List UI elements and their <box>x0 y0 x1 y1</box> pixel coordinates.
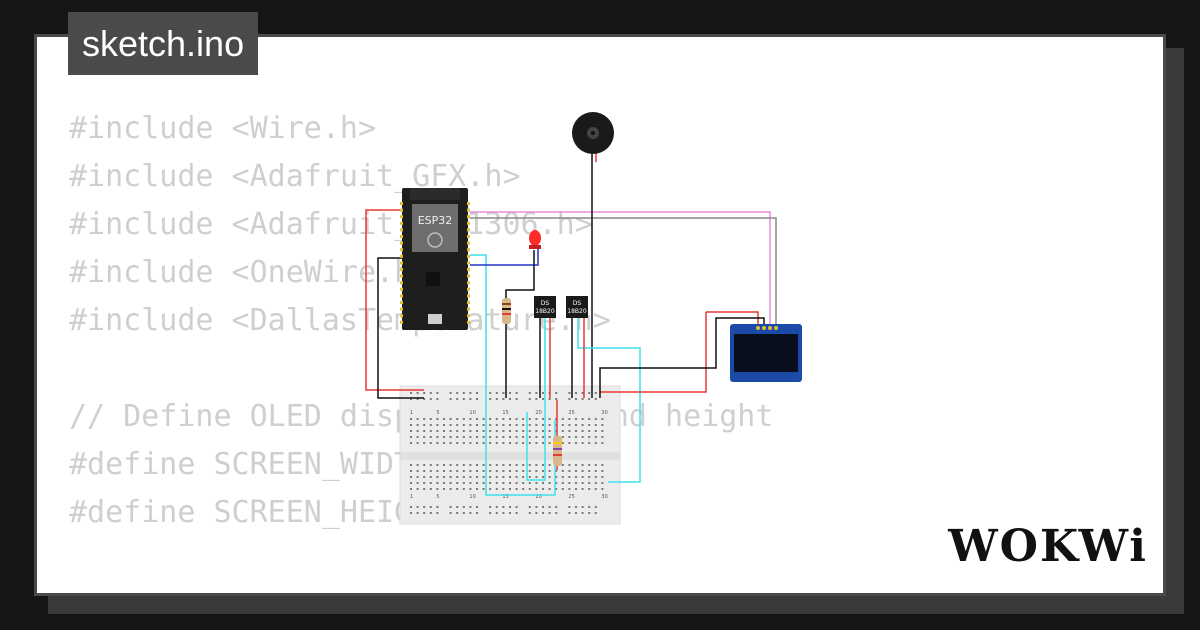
breadboard-column-number: 25 <box>568 410 574 416</box>
breadboard-column-number: 20 <box>535 494 541 500</box>
breadboard-column-number: 1 <box>410 410 413 416</box>
code-line: #include <OneWire.h> <box>69 255 431 290</box>
code-line: #define SCREEN_WIDTH 128 <box>69 447 503 482</box>
wifi-icon <box>427 232 443 248</box>
esp32-label: ESP32 <box>418 214 453 227</box>
temperature-sensor-2: DS 18B20 <box>566 296 588 318</box>
sensor1-label-bottom: 18B20 <box>535 308 555 315</box>
usb-port <box>428 314 442 324</box>
code-line: #include <Adafruit_GFX.h> <box>69 159 521 194</box>
red-led <box>529 230 541 249</box>
breadboard-column-number: 15 <box>502 410 508 416</box>
wokwi-logo: WOKWi <box>948 521 1148 572</box>
sensor2-label-bottom: 18B20 <box>567 308 587 315</box>
breadboard-column-number: 25 <box>568 494 574 500</box>
resistor-2 <box>553 436 562 466</box>
code-line: #include <Wire.h> <box>69 111 377 146</box>
breadboard-column-number: 30 <box>601 410 607 416</box>
breadboard-column-number: 1 <box>410 494 413 500</box>
oled-display <box>730 324 802 382</box>
file-tab-sketch[interactable]: sketch.ino <box>68 12 259 75</box>
code-line: // OLED display reset <box>69 585 773 593</box>
buzzer <box>572 112 614 154</box>
breadboard-column-number: 10 <box>469 410 475 416</box>
breadboard-column-number: 5 <box>436 494 439 500</box>
breadboard-column-number: 10 <box>469 494 475 500</box>
breadboard-column-number: 20 <box>535 410 541 416</box>
wires <box>365 150 777 496</box>
sensor2-label-top: DS <box>573 300 582 307</box>
sensor1-label-top: DS <box>541 300 550 307</box>
temperature-sensor-1: DS 18B20 <box>534 296 556 318</box>
breadboard-column-number: 30 <box>601 494 607 500</box>
breadboard-column-number: 15 <box>502 494 508 500</box>
breadboard-column-number: 5 <box>436 410 439 416</box>
esp32-board: ESP32 <box>400 188 470 330</box>
resistor-1 <box>502 298 511 324</box>
